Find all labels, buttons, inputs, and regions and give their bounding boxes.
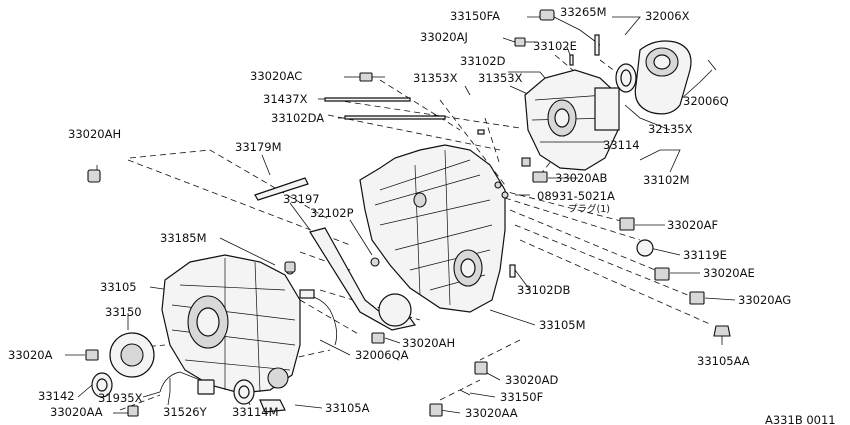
oil-seal-ring (615, 63, 637, 93)
callout-33020AA-bot: 33020AA (465, 406, 518, 420)
callout-33197: 33197 (283, 192, 320, 206)
callout-33020AG: 33020AG (738, 293, 791, 307)
callout-33150: 33150 (105, 305, 142, 319)
callout-33150FA: 33150FA (450, 9, 500, 23)
figure-code: A331B 0011 (765, 413, 836, 425)
callout-33020AA-left: 33020AA (50, 405, 103, 419)
callout-33185M: 33185M (160, 231, 207, 245)
callout-33105: 33105 (100, 280, 137, 294)
front-flange-and-seals (91, 332, 255, 405)
callout-33142: 33142 (38, 389, 75, 403)
callout-33102DA: 33102DA (271, 111, 324, 125)
speedo-cable (299, 289, 338, 346)
callout-33020AB: 33020AB (555, 171, 607, 185)
callout-33105AA: 33105AA (697, 354, 750, 368)
chain-guide (309, 227, 417, 331)
callout-33020AE: 33020AE (703, 266, 755, 280)
callout-33105A: 33105A (325, 401, 370, 415)
callout-33179M: 33179M (235, 140, 282, 154)
transfer-case-front-housing (161, 254, 301, 394)
wire-harness (159, 371, 215, 395)
callout-33105M: 33105M (539, 318, 586, 332)
callout-33150F: 33150F (500, 390, 543, 404)
callout-33114M: 33114M (232, 405, 279, 419)
callout-33020AF: 33020AF (667, 218, 718, 232)
transfer-case-main-housing (359, 144, 509, 313)
callout-33102DB: 33102DB (517, 283, 570, 297)
output-drum (634, 40, 692, 115)
callout-labels: 33150FA 33265M 32006X 33020AJ 33102E 331… (8, 5, 836, 425)
callout-31353X-b: 31353X (478, 71, 523, 85)
callout-33020AH-bot: 33020AH (402, 336, 455, 350)
callout-31353X-a: 31353X (413, 71, 458, 85)
callout-32102P: 32102P (310, 206, 354, 220)
callout-33102E: 33102E (533, 39, 577, 53)
callout-31437X: 31437X (263, 92, 308, 106)
callout-32135X: 32135X (648, 122, 693, 136)
callout-33102D: 33102D (460, 54, 506, 68)
fasteners (85, 9, 731, 417)
callout-33119E: 33119E (683, 248, 727, 262)
callout-33020AD: 33020AD (505, 373, 558, 387)
callout-32006QA: 32006QA (355, 348, 409, 362)
callout-31935X: 31935X (98, 391, 143, 405)
callout-33265M: 33265M (560, 5, 607, 19)
callout-31526Y: 31526Y (163, 405, 208, 419)
callout-33114-top: 33114 (603, 138, 640, 152)
rear-extension-housing (524, 69, 620, 171)
callout-plug-note: プラグ(1) (568, 203, 610, 215)
callout-33020A: 33020A (8, 348, 53, 362)
callout-08931-5021A: 08931-5021A (537, 189, 615, 203)
callout-33020AC: 33020AC (250, 69, 302, 83)
callout-33020AH-top: 33020AH (68, 127, 121, 141)
callout-33020AJ: 33020AJ (420, 30, 468, 44)
callout-33102M: 33102M (643, 173, 690, 187)
callout-32006X: 32006X (645, 9, 690, 23)
callout-32006Q: 32006Q (683, 94, 729, 108)
